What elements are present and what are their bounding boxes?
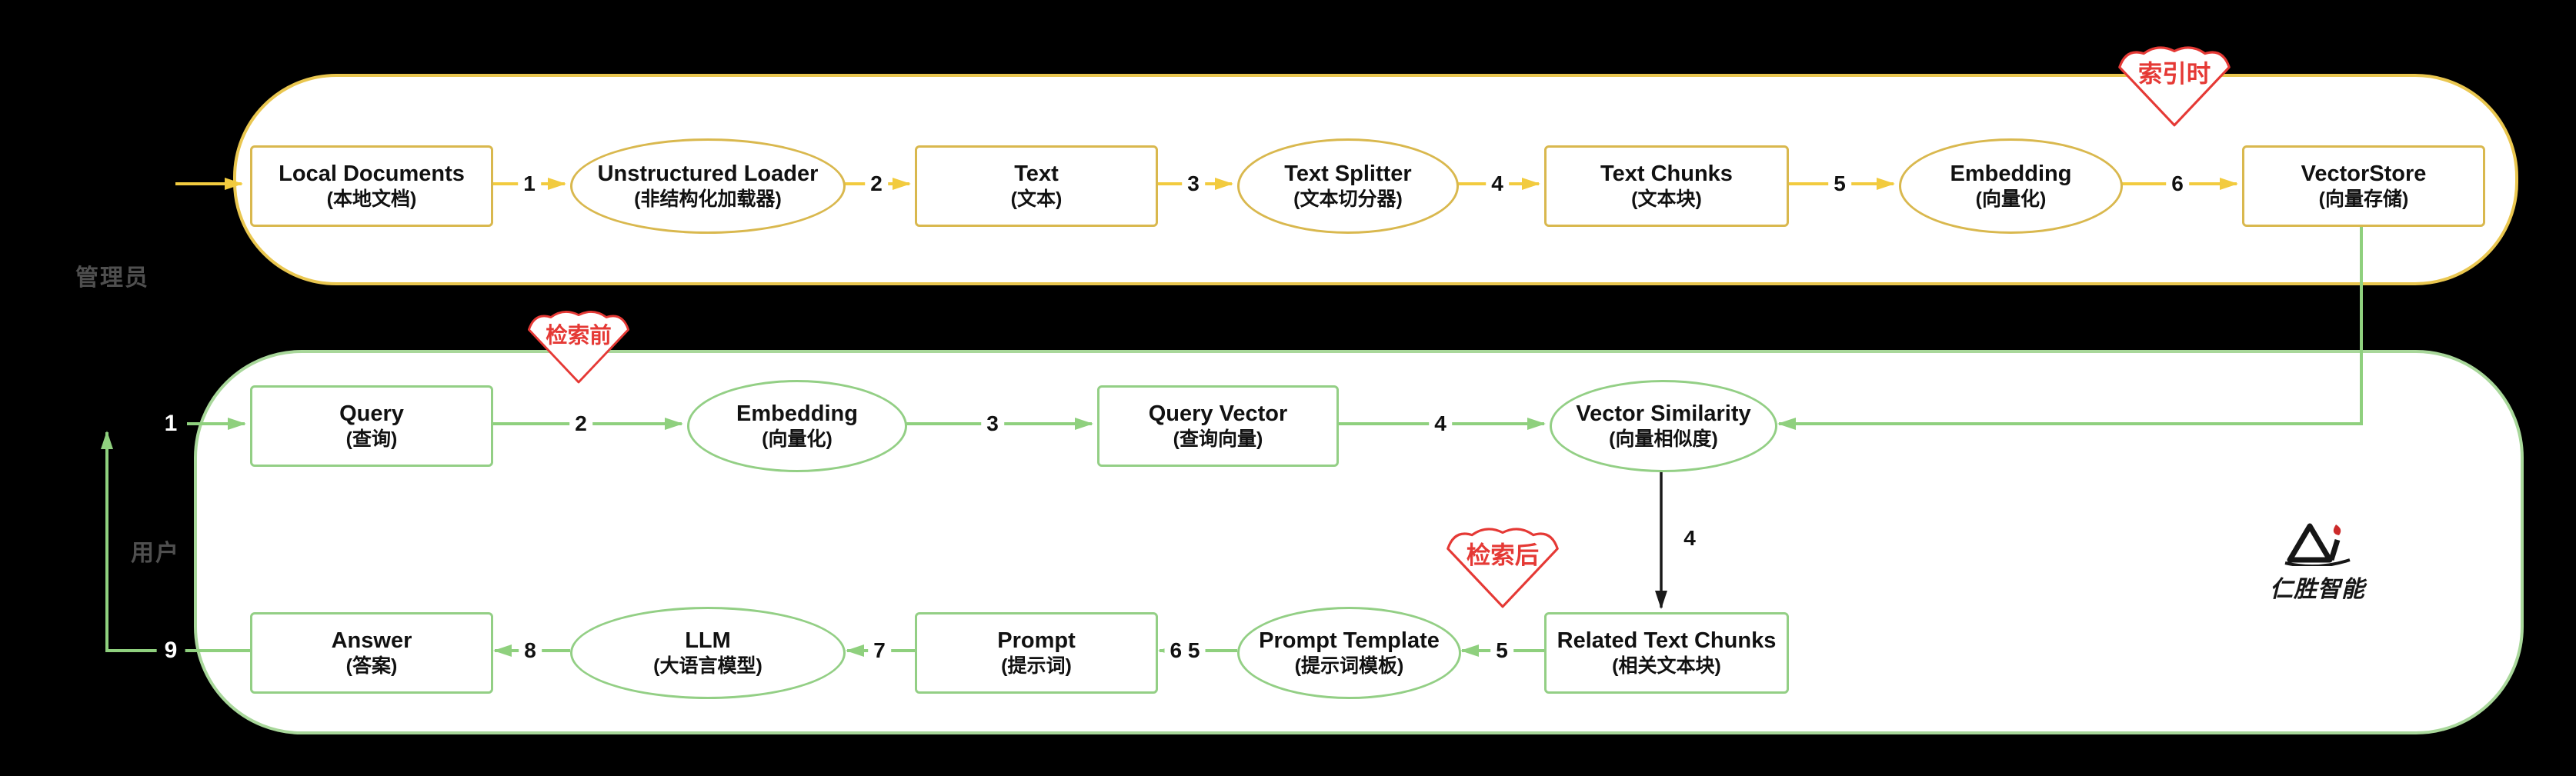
- edge-label-user-2: 2: [569, 411, 592, 436]
- node-answer-en: Answer: [331, 628, 412, 653]
- node-llm-zh: (大语言模型): [653, 655, 762, 677]
- node-prompt: Prompt (提示词): [915, 612, 1158, 694]
- node-local-documents: Local Documents (本地文档): [250, 145, 493, 227]
- lane-admin-label: 管理员: [75, 265, 149, 291]
- edge-label-user-4: 4: [1429, 411, 1452, 436]
- node-embedding-index: Embedding (向量化): [1899, 138, 2123, 234]
- edge-label-admin-3: 3: [1182, 172, 1205, 196]
- node-text-chunks-zh: (文本块): [1631, 188, 1702, 210]
- node-query-vector: Query Vector (查询向量): [1097, 385, 1339, 467]
- node-text-en: Text: [1014, 162, 1059, 186]
- node-prompt-template-zh: (提示词模板): [1294, 655, 1404, 677]
- node-text: Text (文本): [915, 145, 1158, 227]
- annotation-indexing-fan: 索引时: [2118, 46, 2231, 127]
- annotation-before-retrieval-fan: 检索前: [527, 311, 630, 384]
- edge-label-user-4-down: 4: [1678, 526, 1701, 551]
- brand-logo-icon: [2284, 523, 2351, 568]
- node-query: Query (查询): [250, 385, 493, 467]
- node-unstructured-loader-zh: (非结构化加载器): [634, 188, 782, 210]
- node-text-zh: (文本): [1010, 188, 1063, 210]
- node-answer: Answer (答案): [250, 612, 493, 694]
- node-prompt-template: Prompt Template (提示词模板): [1237, 607, 1461, 699]
- node-embedding-query-zh: (向量化): [762, 428, 833, 450]
- edge-label-user-9: 9: [156, 638, 185, 664]
- node-prompt-en: Prompt: [997, 628, 1076, 653]
- edge-label-user-3: 3: [981, 411, 1004, 436]
- node-related-text-chunks-en: Related Text Chunks: [1557, 628, 1777, 653]
- edge-label-user-8: 8: [519, 638, 542, 663]
- node-vector-similarity-en: Vector Similarity: [1576, 401, 1751, 426]
- edge-label-admin-4: 4: [1486, 172, 1509, 196]
- edge-label-user-6-5: 6 5: [1164, 638, 1206, 663]
- edge-label-admin-6: 6: [2166, 172, 2189, 196]
- node-related-text-chunks: Related Text Chunks (相关文本块): [1544, 612, 1789, 694]
- node-vector-store: VectorStore (向量存储): [2242, 145, 2485, 227]
- node-vector-similarity-zh: (向量相似度): [1609, 428, 1718, 450]
- annotation-before-retrieval-label: 检索前: [546, 323, 612, 348]
- edge-label-user-7: 7: [868, 638, 891, 663]
- node-unstructured-loader-en: Unstructured Loader: [597, 162, 819, 186]
- node-vector-store-en: VectorStore: [2301, 162, 2427, 186]
- node-text-chunks-en: Text Chunks: [1600, 162, 1733, 186]
- node-embedding-query-en: Embedding: [736, 401, 858, 426]
- annotation-indexing-label: 索引时: [2138, 60, 2211, 87]
- node-query-zh: (查询): [345, 428, 398, 450]
- node-vector-similarity: Vector Similarity (向量相似度): [1550, 380, 1777, 472]
- node-related-text-chunks-zh: (相关文本块): [1612, 655, 1721, 677]
- node-vector-store-zh: (向量存储): [2318, 188, 2409, 210]
- node-text-splitter: Text Splitter (文本切分器): [1237, 138, 1459, 234]
- annotation-after-retrieval-fan: 检索后: [1446, 528, 1559, 608]
- brand-logo-text: 仁胜智能: [2270, 577, 2365, 602]
- annotation-after-retrieval-label: 检索后: [1467, 541, 1539, 568]
- edge-label-user-5: 5: [1490, 638, 1513, 663]
- node-local-documents-zh: (本地文档): [326, 188, 417, 210]
- node-llm: LLM (大语言模型): [570, 607, 846, 699]
- edge-label-admin-2: 2: [865, 172, 888, 196]
- node-answer-zh: (答案): [345, 655, 398, 677]
- node-prompt-template-en: Prompt Template: [1259, 628, 1440, 653]
- edge-label-user-1: 1: [156, 411, 185, 437]
- node-local-documents-en: Local Documents: [279, 162, 465, 186]
- node-embedding-query: Embedding (向量化): [687, 380, 907, 472]
- node-embedding-index-en: Embedding: [1950, 162, 2072, 186]
- node-unstructured-loader: Unstructured Loader (非结构化加载器): [570, 138, 846, 234]
- node-embedding-index-zh: (向量化): [1975, 188, 2047, 210]
- node-query-en: Query: [339, 401, 404, 426]
- node-prompt-zh: (提示词): [1001, 655, 1072, 677]
- node-llm-en: LLM: [685, 628, 731, 653]
- lane-user-label: 用户: [131, 541, 180, 566]
- node-query-vector-zh: (查询向量): [1173, 428, 1263, 450]
- edge-label-admin-1: 1: [518, 172, 541, 196]
- node-text-splitter-zh: (文本切分器): [1293, 188, 1403, 210]
- node-text-splitter-en: Text Splitter: [1284, 162, 1412, 186]
- node-text-chunks: Text Chunks (文本块): [1544, 145, 1789, 227]
- brand-logo: 仁胜智能: [2257, 521, 2377, 604]
- edge-label-admin-5: 5: [1828, 172, 1851, 196]
- node-query-vector-en: Query Vector: [1148, 401, 1288, 426]
